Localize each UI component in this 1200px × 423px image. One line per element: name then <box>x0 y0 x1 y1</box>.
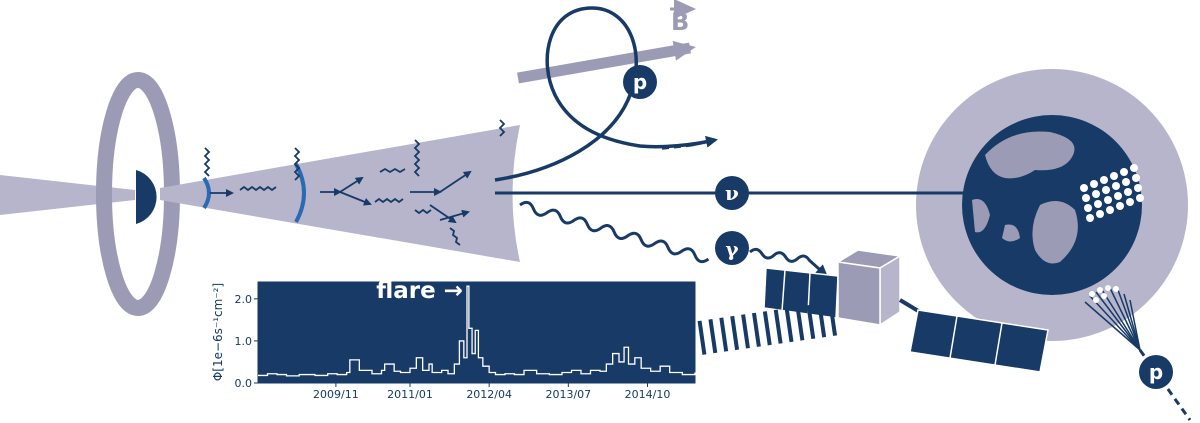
magnetic-field-arrow-icon <box>517 40 696 84</box>
x-tick-label: 2011/01 <box>387 388 433 401</box>
magnetic-field: B <box>517 0 696 84</box>
x-tick-label: 2012/04 <box>466 388 512 401</box>
chart-ylabel: Φ[1e−6s⁻¹cm⁻²] <box>211 283 225 381</box>
x-tick-label: 2009/11 <box>313 388 359 401</box>
proton-trajectory <box>494 6 718 182</box>
field-label: B <box>671 8 689 36</box>
satellite-beam <box>697 301 841 355</box>
shock-front-1 <box>202 176 211 210</box>
proton-bottom-icon: p <box>1139 355 1173 389</box>
detector-array-icon <box>1080 164 1144 222</box>
chart-series <box>258 285 696 377</box>
svg-text:p: p <box>633 70 647 94</box>
y-tick-label: 2.0 <box>235 293 253 306</box>
light-curve-line <box>258 285 696 377</box>
svg-text:ν: ν <box>725 181 739 205</box>
y-tick-label: 1.0 <box>235 335 253 348</box>
chart-yticks: 0.0 1.0 2.0 <box>235 293 258 390</box>
proton-icon: p <box>623 65 657 99</box>
chart-background <box>257 281 696 384</box>
chart-xticks: 2009/11 2011/01 2012/04 2013/07 2014/10 <box>313 383 670 401</box>
neutrino-icon: ν <box>715 176 749 210</box>
gamma-arrow <box>749 247 828 277</box>
svg-text:p: p <box>1149 360 1163 384</box>
air-shower-hits <box>1089 285 1119 303</box>
svg-text:γ: γ <box>725 237 739 261</box>
flare-annotation: flare → <box>376 278 463 304</box>
y-tick-label: 0.0 <box>235 377 253 390</box>
black-hole-core-icon <box>136 170 157 224</box>
earth-icon <box>916 69 1188 341</box>
x-tick-label: 2014/10 <box>625 388 671 401</box>
gamma-icon: γ <box>715 231 749 265</box>
jet-back-icon <box>0 175 135 215</box>
air-shower-icon <box>1084 287 1141 351</box>
particle-cascade <box>203 119 506 246</box>
gamma-path <box>519 200 710 264</box>
agn-source <box>0 72 180 316</box>
x-tick-label: 2013/07 <box>545 388 591 401</box>
